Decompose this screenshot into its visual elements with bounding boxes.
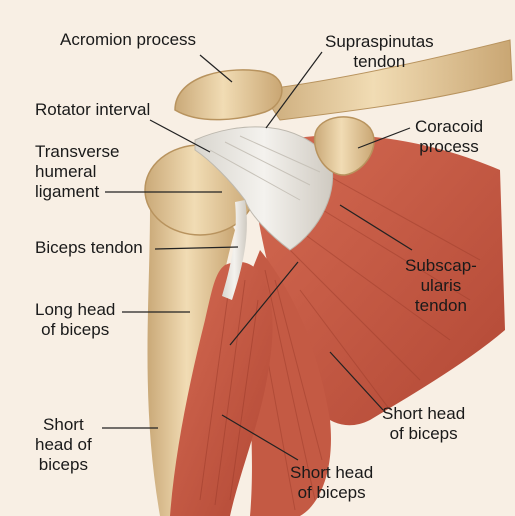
label-biceps-tendon: Biceps tendon [35,238,143,258]
label-short-head-right-line1: Short head [382,404,465,424]
label-short-head-bottom-line1: Short head [290,463,373,483]
label-transverse-line2: humeral [35,162,119,182]
label-short-head-bottom-line2: of biceps [290,483,373,503]
label-transverse-line1: Transverse [35,142,119,162]
label-short-head-right-line2: of biceps [382,424,465,444]
label-short-head-left-line1: Short [35,415,92,435]
label-rotator-interval: Rotator interval [35,100,150,120]
label-supraspinatus-line1: Supraspinutas [325,32,434,52]
label-subscapularis-line2: ularis [405,276,477,296]
label-subscapularis-line3: tendon [405,296,477,316]
label-transverse-humeral-ligament: Transverse humeral ligament [35,142,119,202]
label-coracoid-line2: process [415,137,483,157]
label-short-head-left-line2: head of [35,435,92,455]
label-subscapularis-line1: Subscap- [405,256,477,276]
label-subscapularis-tendon: Subscap- ularis tendon [405,256,477,316]
label-transverse-line3: ligament [35,182,119,202]
label-long-head-line2: of biceps [35,320,115,340]
label-short-head-of-biceps-right: Short head of biceps [382,404,465,444]
label-coracoid-process: Coracoid process [415,117,483,157]
label-long-head-of-biceps: Long head of biceps [35,300,115,340]
acromion-bone [175,70,282,120]
label-supraspinatus-line2: tendon [325,52,434,72]
label-coracoid-line1: Coracoid [415,117,483,137]
label-short-head-left-line3: biceps [35,455,92,475]
label-acromion-process: Acromion process [60,30,196,50]
label-supraspinatus-tendon: Supraspinutas tendon [325,32,434,72]
label-short-head-of-biceps-bottom: Short head of biceps [290,463,373,503]
label-short-head-of-biceps-left: Short head of biceps [35,415,92,475]
label-long-head-line1: Long head [35,300,115,320]
